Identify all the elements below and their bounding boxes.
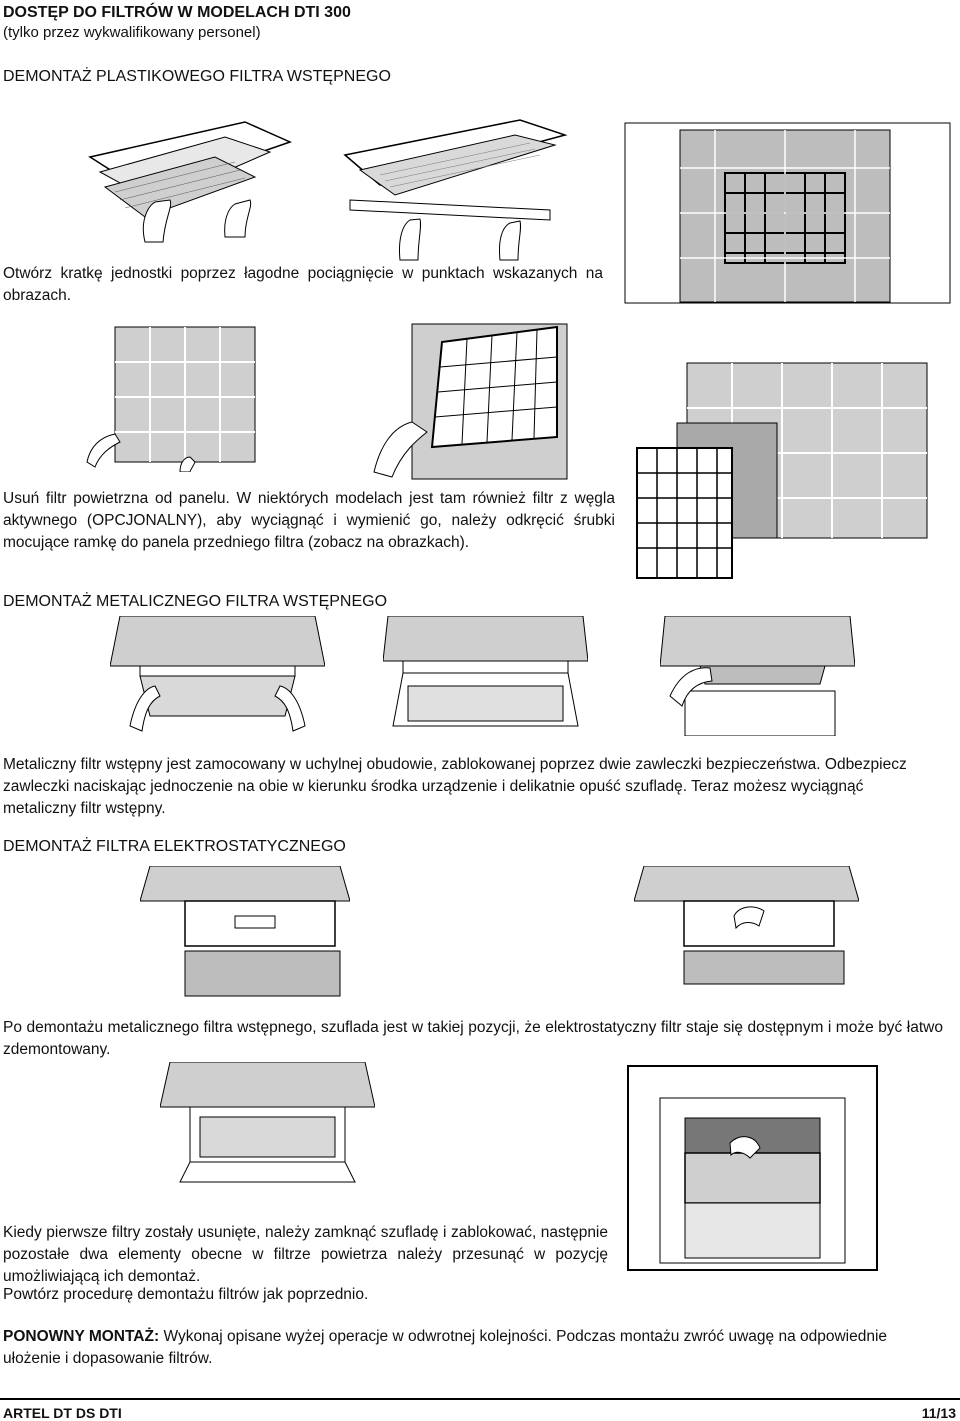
heading-metal-filter: DEMONTAŻ METALICZNEGO FILTRA WSTĘPNEGO — [3, 593, 388, 610]
heading-electrostatic-filter: DEMONTAŻ FILTRA ELEKTROSTATYCZNEGO — [3, 838, 346, 855]
footer-divider — [0, 1398, 960, 1400]
page-title: DOSTĘP DO FILTRÓW W MODELACH DTI 300 — [3, 4, 351, 21]
reassembly-label: PONOWNY MONTAŻ: — [3, 1328, 160, 1345]
illustration-electrostatic-1 — [140, 866, 350, 1001]
illustration-carbon-filter-layers — [632, 348, 957, 583]
text-repeat-procedure: Powtórz procedurę demontażu filtrów jak … — [3, 1286, 369, 1303]
illustration-electrostatic-2 — [634, 866, 859, 986]
illustration-open-grille-1 — [85, 112, 295, 247]
illustration-remove-filter-2 — [372, 322, 572, 482]
footer-page-number: 11/13 — [921, 1405, 956, 1421]
illustration-filter-panel — [620, 118, 955, 308]
heading-plastic-filter: DEMONTAŻ PLASTIKOWEGO FILTRA WSTĘPNEGO — [3, 68, 391, 85]
reassembly-instructions: Wykonaj opisane wyżej operacje w odwrotn… — [3, 1328, 888, 1367]
illustration-electrostatic-3 — [160, 1062, 375, 1187]
text-electrostatic-access: Po demontażu metalicznego filtra wstępne… — [3, 1019, 943, 1058]
text-close-drawer: Kiedy pierwsze filtry zostały usunięte, … — [3, 1224, 608, 1285]
footer-model: ARTEL DT DS DTI — [3, 1405, 122, 1421]
text-reassembly: PONOWNY MONTAŻ: Wykonaj opisane wyżej op… — [3, 1326, 933, 1370]
text-remove-air-filter: Usuń filtr powietrzna od panelu. W niekt… — [3, 490, 615, 551]
illustration-remove-filter-1 — [85, 322, 265, 472]
illustration-open-grille-2 — [340, 115, 570, 265]
illustration-filter-drawer — [625, 1063, 880, 1273]
illustration-metal-filter-1 — [110, 616, 325, 736]
page-subtitle: (tylko przez wykwalifikowany personel) — [3, 24, 261, 41]
illustration-metal-filter-2 — [383, 616, 588, 741]
text-metal-filter: Metaliczny filtr wstępny jest zamocowany… — [3, 756, 907, 817]
text-open-grille: Otwórz kratkę jednostki poprzez łagodne … — [3, 265, 603, 304]
illustration-metal-filter-3 — [660, 616, 855, 736]
